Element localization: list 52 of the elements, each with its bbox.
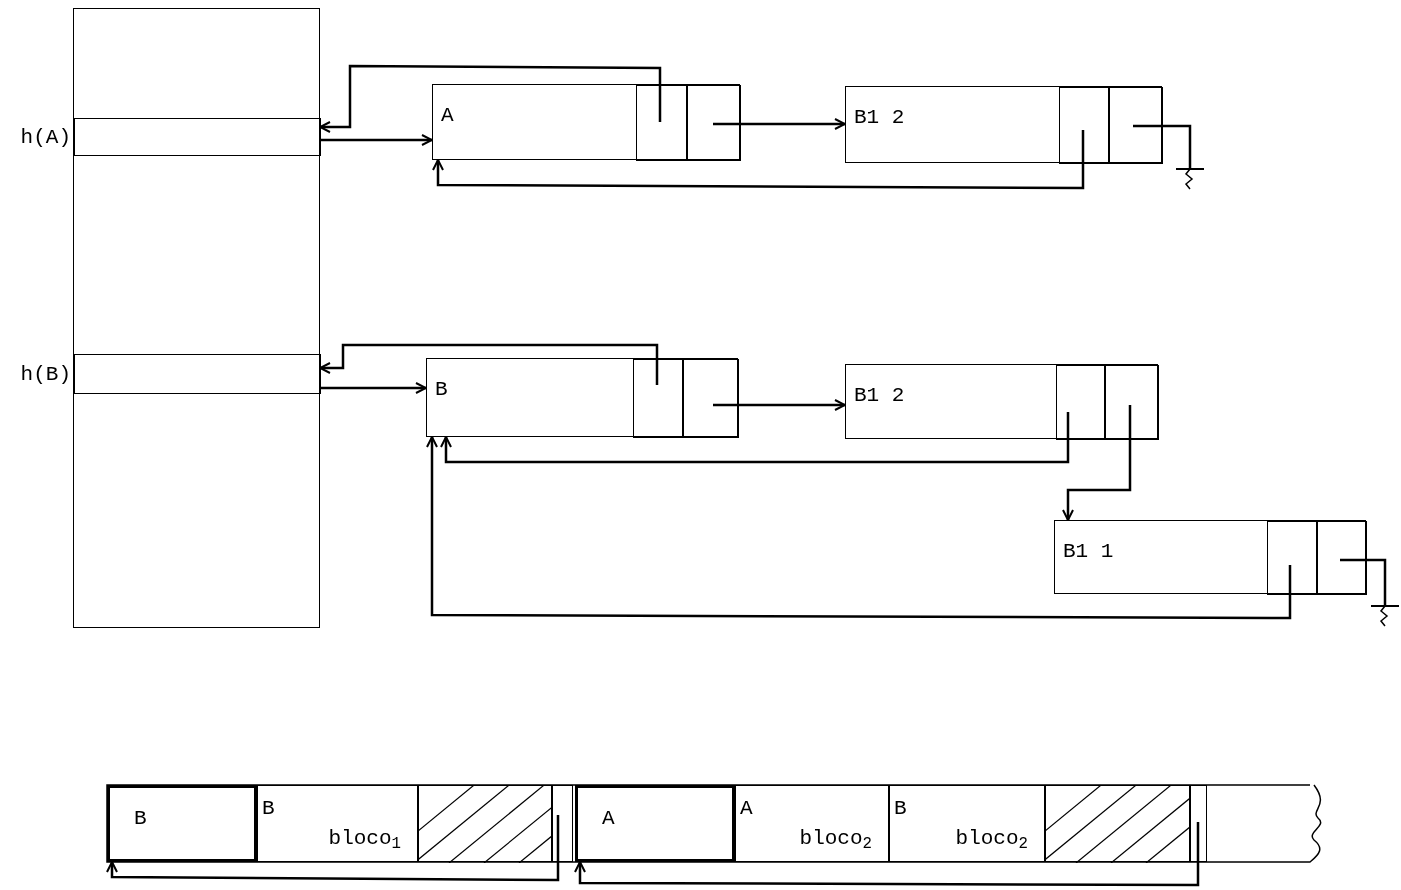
pointer-arrow	[432, 130, 1085, 190]
record-box	[107, 785, 257, 862]
slot-label: h(B)	[20, 363, 71, 385]
hatched-cell	[418, 785, 552, 862]
pointer-cell	[1056, 365, 1105, 440]
pointer-arrow	[106, 815, 560, 882]
pointer-arrow	[426, 436, 1292, 620]
pointer-arrow	[574, 822, 1200, 887]
record-box	[845, 86, 1162, 163]
record-box	[845, 364, 1158, 439]
pointer-arrow	[320, 382, 427, 394]
record-key: B	[435, 379, 448, 400]
pointer-cell	[1105, 365, 1159, 440]
pointer-cell	[552, 785, 573, 862]
pointer-arrow	[319, 343, 659, 385]
pointer-cell	[687, 85, 741, 161]
field-label: B	[262, 798, 275, 819]
pointer-cell	[1267, 521, 1317, 595]
null-ground-icon	[1371, 605, 1399, 627]
pointer-cell	[1109, 87, 1163, 164]
record-box	[432, 84, 740, 160]
pointer-cell	[636, 85, 687, 161]
record-box	[735, 785, 889, 862]
record-box	[575, 785, 735, 862]
pointer-arrow	[320, 134, 433, 146]
pointer-arrow	[319, 64, 662, 133]
block-label: bloco$_{2}$	[955, 828, 1028, 849]
record-key: B1 2	[854, 107, 905, 128]
pointer-cell	[1190, 785, 1207, 862]
pointer-cell	[683, 359, 739, 438]
record-box	[889, 785, 1045, 862]
pointer-arrow	[713, 399, 846, 411]
record-key: B1 1	[1063, 541, 1114, 562]
pointer-arrow	[1062, 405, 1132, 521]
field-label: A	[740, 798, 753, 819]
pointer-cell	[1059, 87, 1109, 164]
record-key: B1 2	[854, 385, 905, 406]
slot-label: h(A)	[20, 126, 71, 148]
record-box	[426, 358, 738, 437]
record-key: B	[134, 808, 147, 829]
pointer-cell	[1317, 521, 1367, 595]
block-label: bloco$_{1}$	[328, 828, 401, 849]
record-key: A	[441, 105, 454, 126]
pointer-arrow	[713, 118, 846, 130]
record-box	[1054, 520, 1366, 594]
record-key: A	[602, 808, 615, 829]
record-box	[257, 785, 418, 862]
field-label: B	[894, 798, 907, 819]
pointer-cell	[633, 359, 683, 438]
block-label: bloco$_{2}$	[799, 828, 872, 849]
hatched-cell	[1045, 785, 1190, 862]
null-ground-icon	[1176, 168, 1204, 190]
